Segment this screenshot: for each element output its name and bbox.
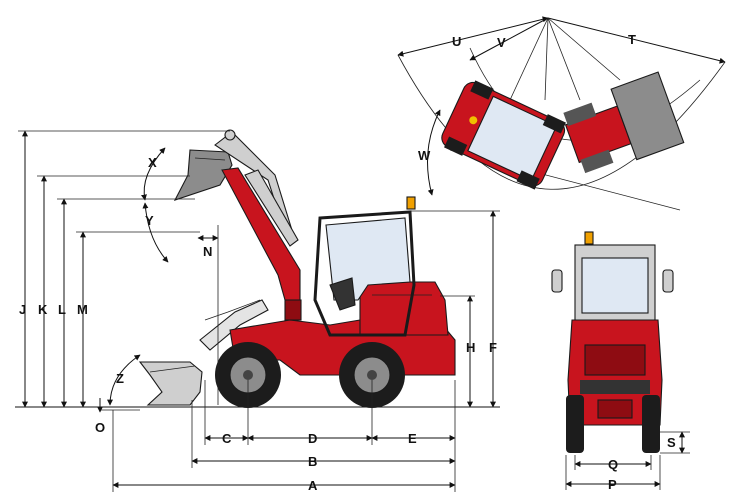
vertical-dimensions-left [18, 130, 230, 408]
label-W: W [418, 148, 431, 163]
label-J: J [19, 302, 26, 317]
angle-dimensions [97, 147, 219, 413]
label-Q: Q [608, 457, 618, 472]
label-S: S [667, 435, 676, 450]
rear-wheel [339, 342, 405, 408]
beacon-icon [406, 196, 416, 210]
label-C: C [222, 431, 232, 446]
loader-arm-lowered [199, 299, 269, 351]
label-Z: Z [116, 371, 124, 386]
raised-bucket [173, 149, 233, 201]
label-U: U [452, 34, 461, 49]
label-P: P [608, 477, 617, 492]
label-N: N [203, 244, 212, 259]
front-view [551, 231, 674, 453]
label-X: X [148, 155, 157, 170]
lowered-bucket [138, 361, 203, 406]
label-E: E [408, 431, 417, 446]
horizontal-dimensions-bottom [112, 380, 456, 492]
vertical-dimensions-right [410, 210, 500, 408]
label-A: A [308, 478, 318, 493]
label-K: K [38, 302, 48, 317]
label-F: F [489, 340, 497, 355]
label-V: V [497, 35, 506, 50]
front-view-dimensions [565, 431, 690, 490]
label-H: H [466, 340, 475, 355]
machine-body [229, 196, 456, 376]
side-view [15, 129, 500, 408]
label-B: B [308, 454, 317, 469]
label-M: M [77, 302, 88, 317]
top-view [397, 16, 726, 211]
label-D: D [308, 431, 317, 446]
label-Y: Y [145, 213, 154, 228]
label-O: O [95, 420, 105, 435]
label-T: T [628, 32, 636, 47]
label-L: L [58, 302, 66, 317]
loader-arm [214, 129, 301, 301]
front-wheel [215, 342, 281, 408]
